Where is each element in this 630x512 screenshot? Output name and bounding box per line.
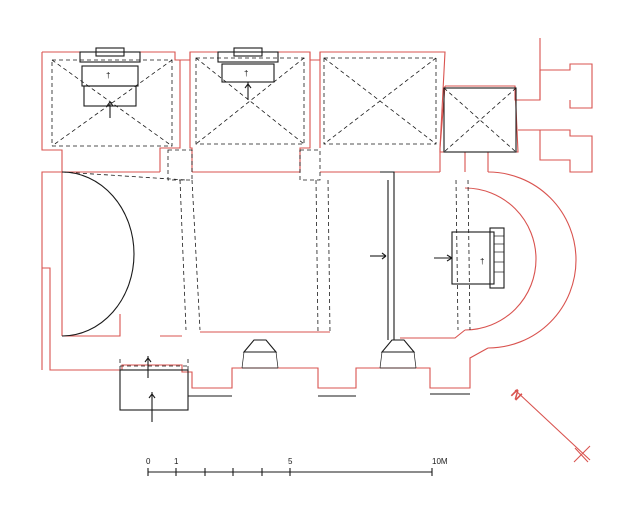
north-label: N — [508, 386, 525, 403]
chapel-vaults — [51, 57, 517, 153]
scale-label-10m: 10M — [432, 457, 448, 466]
outer-walls — [41, 38, 593, 389]
scale-label-5: 5 — [288, 457, 293, 466]
svg-text:†: † — [244, 69, 248, 78]
svg-text:†: † — [480, 257, 484, 266]
altar-chapel-1: † — [79, 47, 141, 118]
south-wall-segments — [318, 393, 470, 397]
svg-text:†: † — [106, 71, 110, 80]
scale-label-1: 1 — [174, 457, 179, 466]
scale-label-0: 0 — [146, 457, 151, 466]
nave — [61, 149, 471, 369]
altar-apse: † — [434, 227, 505, 289]
scale-bar: 0 1 5 10M — [146, 457, 448, 476]
north-arrow: N — [508, 386, 591, 463]
entrance-porch — [119, 356, 232, 422]
altar-chapel-2: † — [217, 47, 279, 100]
